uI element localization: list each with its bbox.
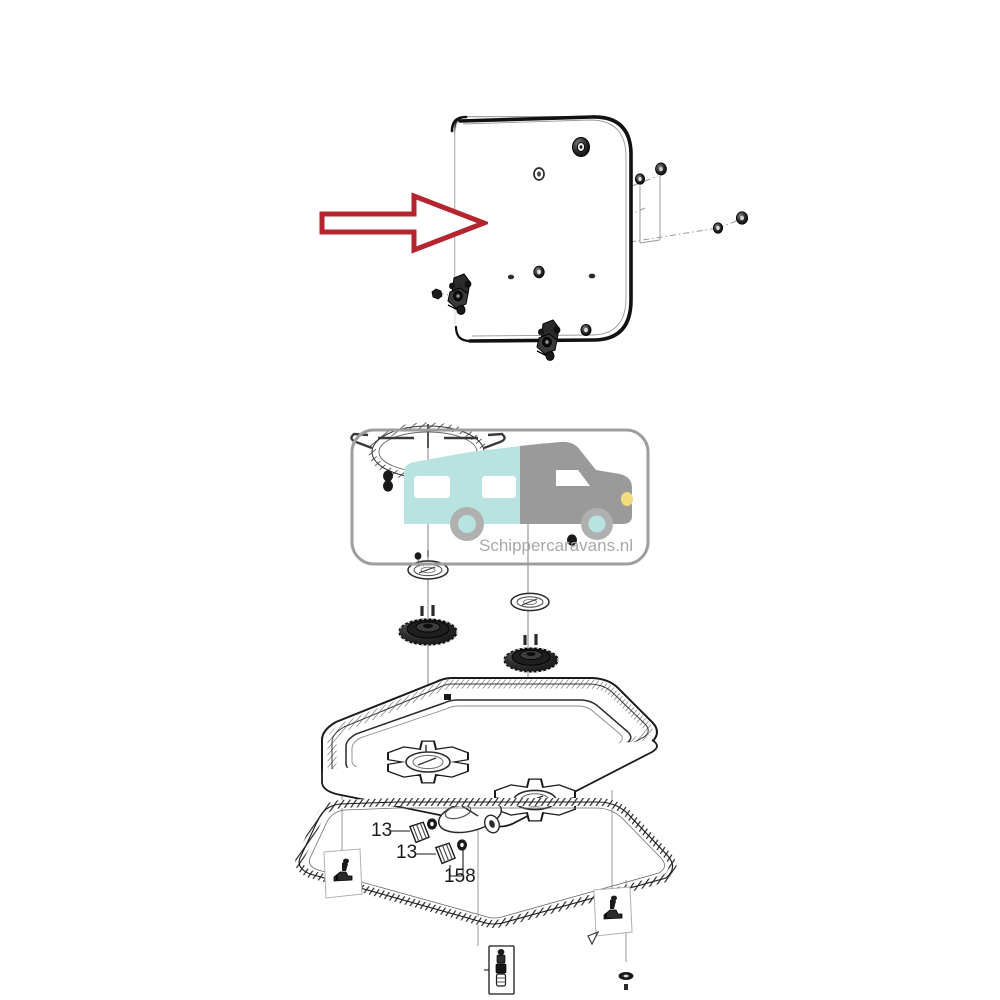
watermark-wheel-rear [450,507,484,541]
lid-panel-inner-line [462,119,627,337]
lid-panel-corner-bl [454,325,472,343]
watermark-wheel-front [581,508,613,540]
watermark-window-mid [482,476,516,498]
detail-callout-right [593,886,633,937]
lid-hinge-left [447,273,472,315]
injector-parts [390,818,467,877]
bottom-loose-fastener [618,972,634,990]
part-label-13-lower: 13 [396,842,418,863]
gasket-seal-frame [295,798,677,928]
burner-ring-small [510,592,550,612]
lid-washer-set [431,137,749,337]
glass-lid-assembly [431,115,749,361]
cooktop-assembly [295,677,677,995]
watermark-window-rear [414,476,450,498]
detail-callout-left [323,848,363,899]
watermark-text: Schippercaravans.nl [479,536,634,555]
lid-mount-holes [507,167,596,280]
lid-panel-outer-profile [458,115,633,343]
part-label-13-upper: 13 [371,820,393,841]
lid-hinge-right [536,319,561,361]
lid-panel-corner-tl [450,115,468,133]
part-label-158: 158 [444,866,476,887]
watermark-logo [350,428,650,566]
watermark-border [350,428,650,566]
red-arrow-shape [319,192,488,254]
arrow-marker-small [587,930,600,946]
pan-support-left [387,740,469,784]
watermark-headlight [621,492,633,506]
burner-cap-large [398,605,458,646]
burner-cap-small [503,634,559,673]
watermark-windscreen [556,470,590,486]
detail-callout-bottom [484,945,515,995]
red-pointer-arrow [319,192,488,254]
